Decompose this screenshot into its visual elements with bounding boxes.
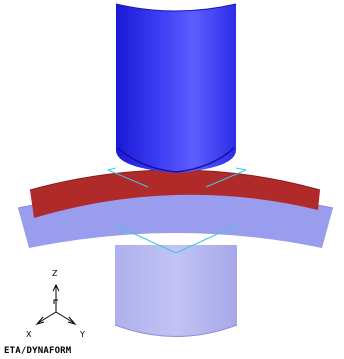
y-axis-label: Y: [80, 330, 85, 339]
x-axis-label: X: [26, 330, 32, 339]
z-axis-label: Z: [52, 269, 58, 278]
axis-triad: [35, 283, 77, 325]
die-edge-lines: [114, 224, 238, 254]
punch-part[interactable]: [115, 3, 237, 173]
die-part[interactable]: [114, 245, 238, 337]
punch-edge-lines: [107, 167, 247, 188]
brand-label: ETA/DYNAFORM: [4, 346, 72, 356]
